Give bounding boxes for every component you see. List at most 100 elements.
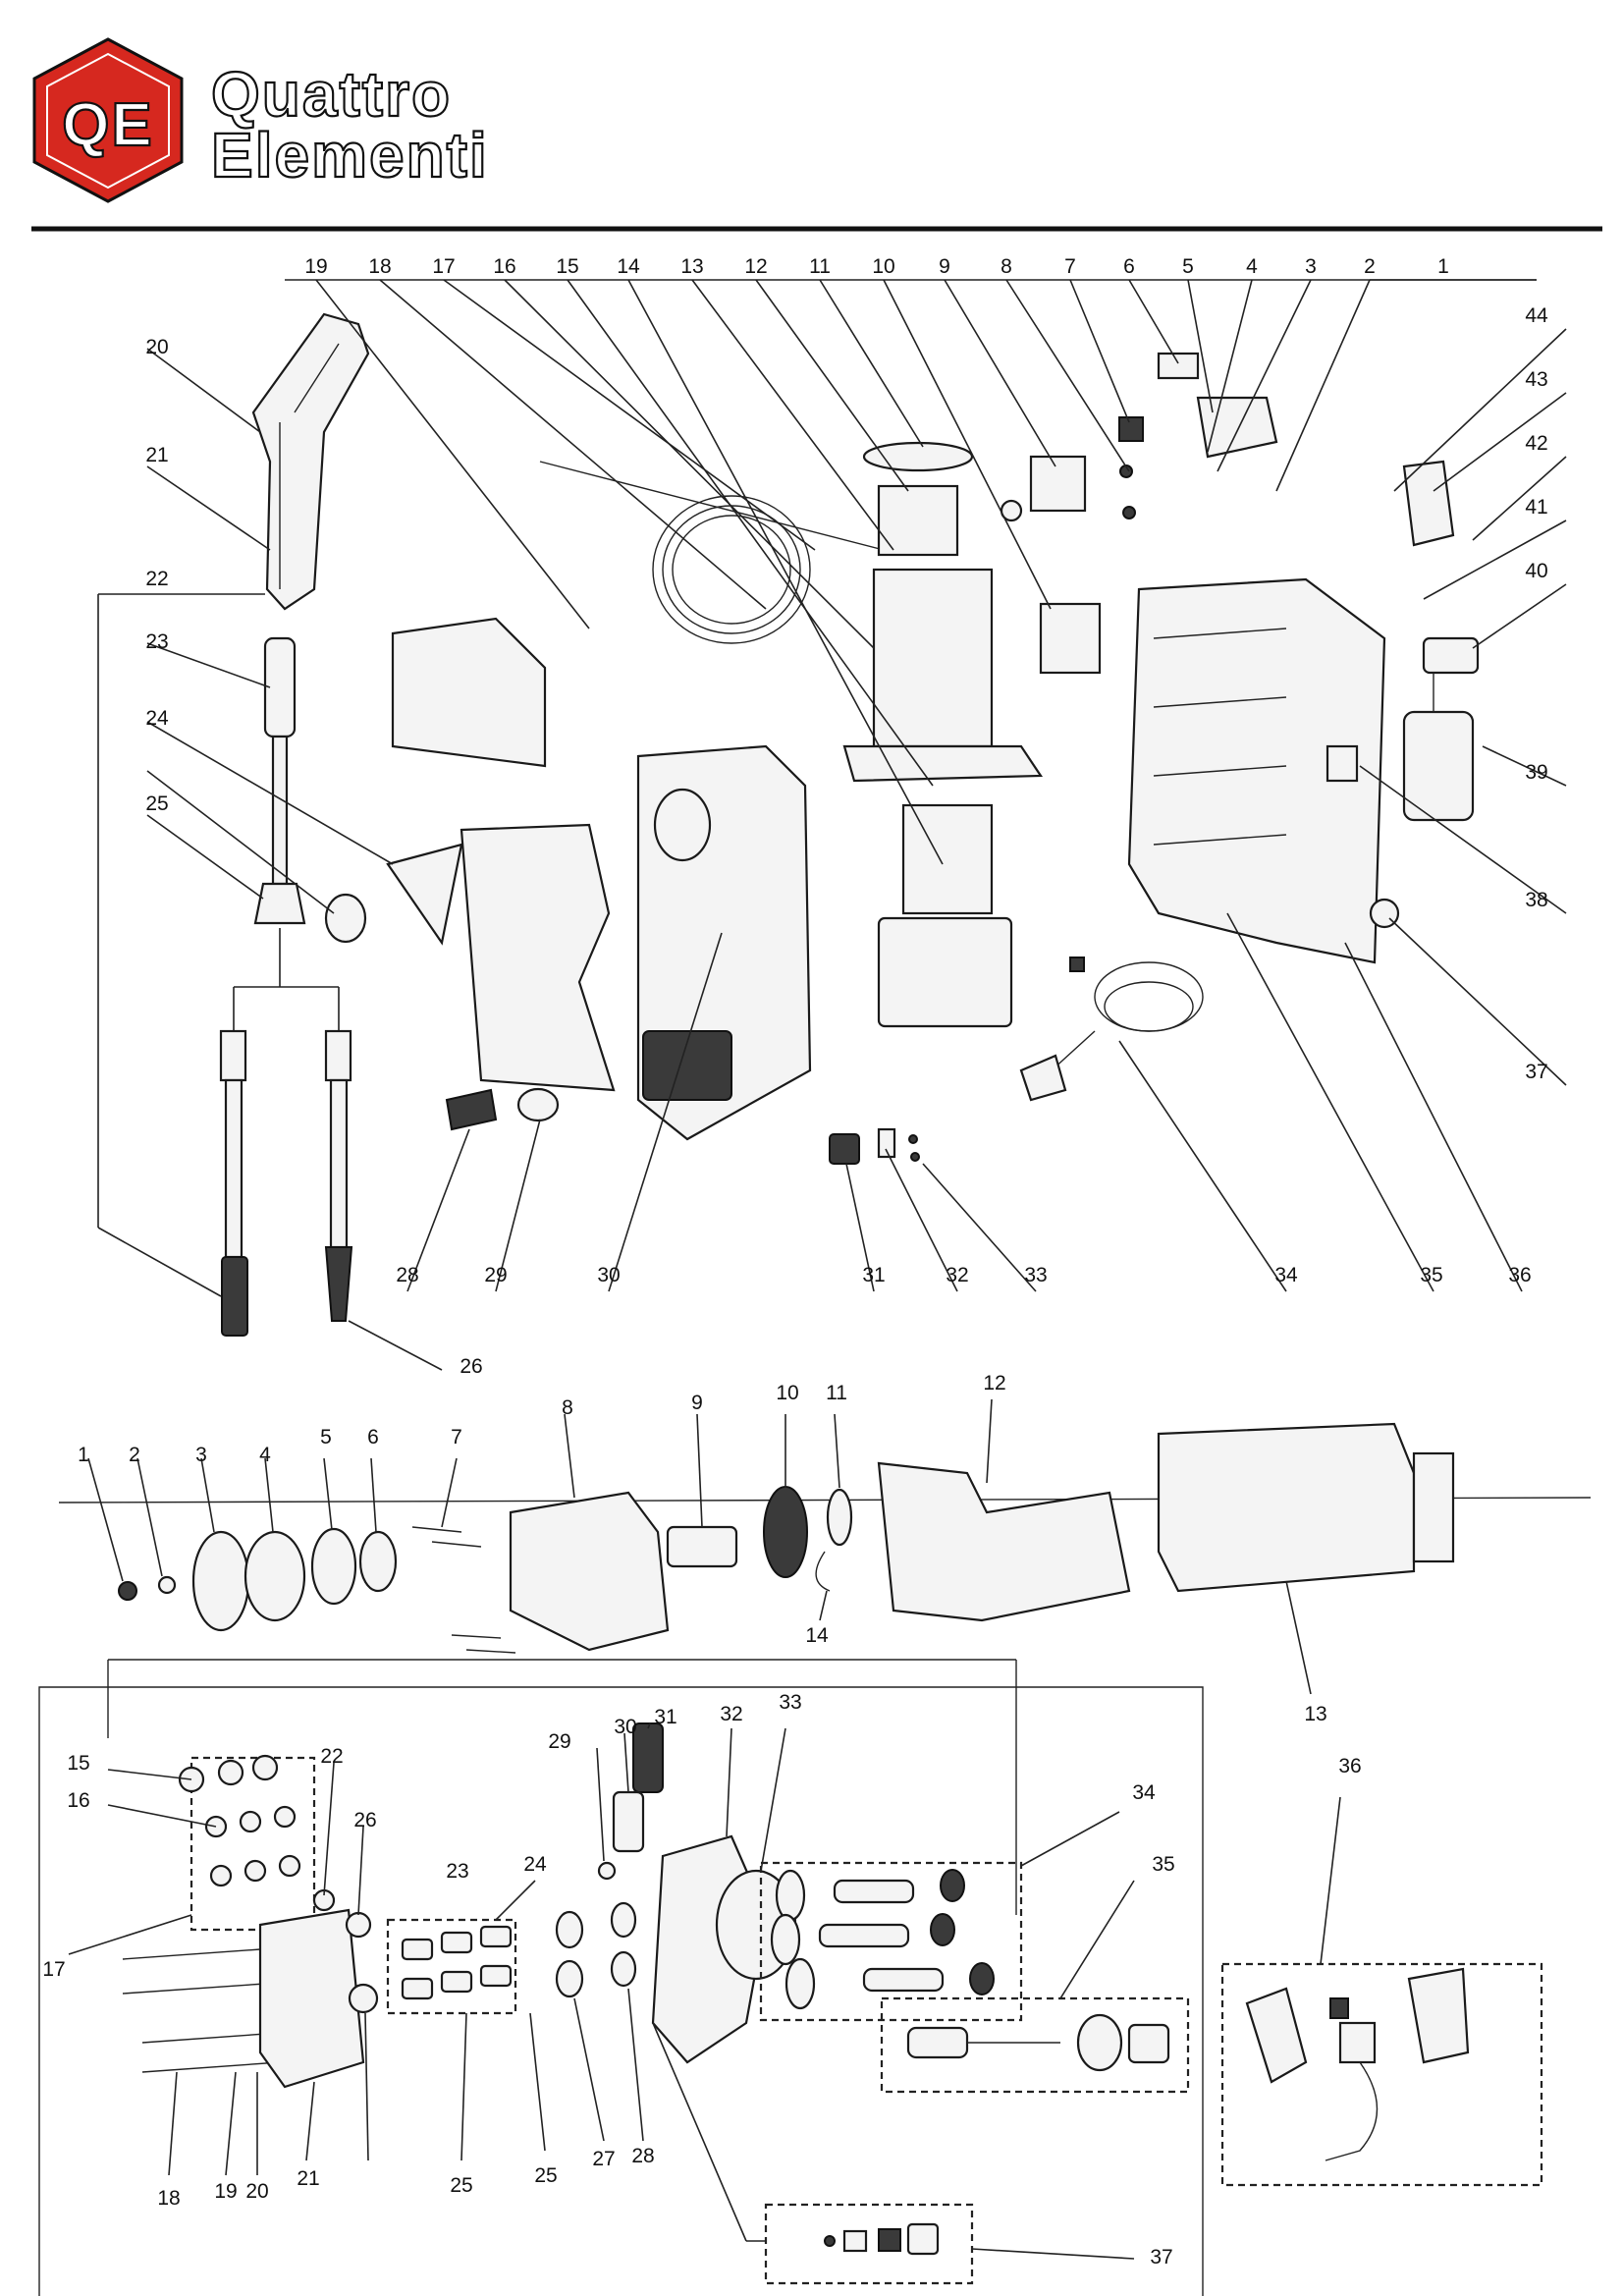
top-handle bbox=[391, 617, 547, 768]
upper-callout-1: 18 bbox=[368, 255, 391, 278]
cable-hook bbox=[1402, 460, 1455, 547]
shaft bbox=[666, 1525, 738, 1568]
hose bbox=[539, 461, 885, 551]
lower-callout-24: 25 bbox=[450, 2174, 472, 2197]
lower-callout-28: 28 bbox=[631, 2145, 654, 2167]
nozzle-cap bbox=[324, 893, 367, 944]
lower-callout-17: 18 bbox=[157, 2187, 180, 2210]
terminal-block bbox=[1196, 396, 1278, 459]
upper-callout-28: 35 bbox=[1420, 1264, 1442, 1286]
lance-b-fitting bbox=[324, 1029, 352, 1082]
motor bbox=[877, 1461, 1131, 1622]
lower-callout-8: 9 bbox=[691, 1392, 703, 1414]
gear bbox=[763, 1486, 808, 1578]
upper-callout-18: 1 bbox=[1437, 255, 1449, 278]
upper-exploded-view bbox=[97, 279, 1567, 1371]
motor-housing bbox=[872, 568, 994, 748]
upper-callout-35: 28 bbox=[396, 1264, 418, 1286]
spray-gun bbox=[251, 312, 370, 611]
lance-tube bbox=[271, 735, 289, 886]
upper-callout-31: 32 bbox=[946, 1264, 968, 1286]
motor-cover bbox=[1157, 1422, 1416, 1593]
upper-callout-26: 37 bbox=[1525, 1061, 1547, 1083]
upper-callout-12: 7 bbox=[1064, 255, 1076, 278]
lower-callout-14: 15 bbox=[67, 1752, 89, 1775]
lower-callout-7: 8 bbox=[562, 1396, 573, 1419]
lower-callout-12: 13 bbox=[1304, 1703, 1326, 1725]
upper-callout-33: 30 bbox=[597, 1264, 620, 1286]
bypass-group bbox=[880, 1996, 1190, 2094]
upper-callout-6: 13 bbox=[680, 255, 703, 278]
turbo-nozzle bbox=[324, 1246, 353, 1322]
upper-callout-24: 39 bbox=[1525, 761, 1547, 784]
lower-callout-0: 1 bbox=[78, 1444, 89, 1466]
upper-callout-22: 41 bbox=[1525, 496, 1547, 519]
upper-callout-14: 5 bbox=[1182, 255, 1194, 278]
lower-callout-6: 7 bbox=[451, 1426, 462, 1449]
upper-callout-9: 10 bbox=[872, 255, 894, 278]
upper-callout-5: 14 bbox=[617, 255, 640, 278]
upper-callout-32: 31 bbox=[862, 1264, 885, 1286]
upper-callout-39: 23 bbox=[145, 630, 168, 653]
lance-b bbox=[329, 1078, 349, 1249]
lower-callout-22: 23 bbox=[446, 1860, 468, 1883]
upper-callout-42: 26 bbox=[460, 1355, 482, 1378]
lower-callout-25: 25 bbox=[534, 2164, 557, 2187]
lower-callout-15: 16 bbox=[67, 1789, 89, 1812]
lower-callout-18: 19 bbox=[214, 2180, 237, 2203]
motor-plate bbox=[842, 744, 1044, 783]
lower-callout-13: 14 bbox=[805, 1624, 829, 1647]
lower-callout-1: 2 bbox=[129, 1444, 140, 1466]
lower-callout-5: 6 bbox=[367, 1426, 379, 1449]
lower-callout-19: 20 bbox=[245, 2180, 268, 2203]
upper-callout-11: 8 bbox=[1001, 255, 1012, 278]
piston-group bbox=[759, 1861, 1023, 2022]
lower-callout-30: 30 bbox=[614, 1716, 636, 1738]
brand-logo: QE Quattro Elementi bbox=[32, 37, 489, 203]
upper-callout-38: 22 bbox=[145, 568, 168, 590]
upper-callout-7: 12 bbox=[744, 255, 767, 278]
upper-callout-2: 17 bbox=[432, 255, 455, 278]
lower-callout-10: 11 bbox=[826, 1382, 847, 1404]
upper-callout-25: 38 bbox=[1525, 889, 1547, 911]
upper-callout-30: 33 bbox=[1024, 1264, 1047, 1286]
armature bbox=[901, 803, 994, 915]
upper-callout-29: 34 bbox=[1274, 1264, 1298, 1286]
lower-callout-32: 32 bbox=[720, 1703, 742, 1725]
upper-callout-8: 11 bbox=[809, 255, 831, 278]
lower-callout-4: 5 bbox=[320, 1426, 332, 1449]
switch-box bbox=[1039, 602, 1102, 675]
side-cover bbox=[460, 823, 616, 1092]
lower-callout-11: 12 bbox=[983, 1372, 1005, 1394]
inlet-connector bbox=[445, 1088, 498, 1131]
plug bbox=[1019, 1054, 1067, 1102]
logo-badge-text: QE bbox=[62, 91, 154, 159]
valve-group bbox=[189, 1756, 316, 1932]
upper-callout-17: 2 bbox=[1364, 255, 1376, 278]
lower-callout-36: 36 bbox=[1338, 1755, 1361, 1777]
upper-callout-37: 21 bbox=[145, 444, 168, 466]
nozzle-holder bbox=[253, 882, 306, 925]
upper-callout-21: 42 bbox=[1525, 432, 1547, 455]
lower-callout-29: 29 bbox=[548, 1730, 570, 1753]
lower-callout-16: 17 bbox=[42, 1958, 65, 1981]
check-valve-group bbox=[386, 1918, 517, 2015]
logo-line2: Elementi bbox=[211, 120, 489, 191]
upper-callout-27: 36 bbox=[1508, 1264, 1531, 1286]
upper-callout-19: 44 bbox=[1525, 304, 1548, 327]
logo-line1: Quattro bbox=[211, 59, 452, 130]
fitting-group bbox=[764, 2203, 974, 2285]
switch-group bbox=[1220, 1962, 1543, 2187]
rear-housing bbox=[1127, 577, 1386, 964]
lance-a-nozzle bbox=[221, 1256, 248, 1337]
pump-housing bbox=[509, 1491, 670, 1652]
inlet-filter bbox=[516, 1087, 560, 1122]
lower-callout-21: 22 bbox=[320, 1745, 343, 1768]
motor-cap bbox=[862, 441, 974, 472]
lower-callout-31: 31 bbox=[654, 1706, 676, 1728]
lower-callout-23: 24 bbox=[523, 1853, 547, 1876]
lower-callout-37: 37 bbox=[1150, 2246, 1172, 2269]
detergent-bottle bbox=[1402, 710, 1475, 822]
upper-callout-40: 24 bbox=[145, 707, 169, 730]
